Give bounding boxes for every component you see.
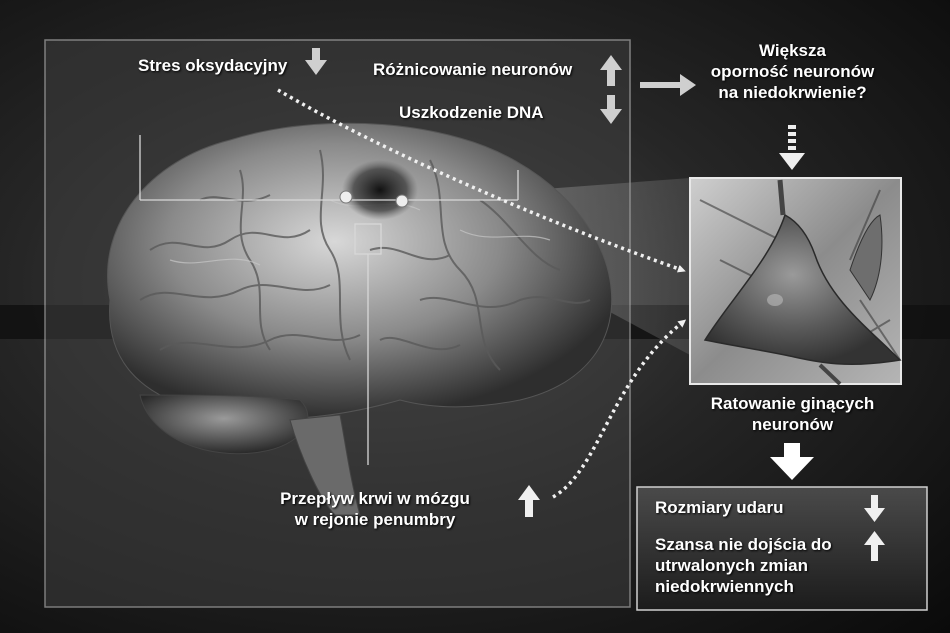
resistance-question-label: Większa oporność neuronów na niedokrwien… [685, 40, 900, 103]
dna-damage-label: Uszkodzenie DNA [399, 102, 544, 123]
thick-down-arrow-icon [770, 443, 814, 480]
stroke-size-label: Rozmiary udaru [655, 497, 783, 518]
resistance-line-3: na niedokrwienie? [685, 82, 900, 103]
resistance-line-1: Większa [685, 40, 900, 61]
rescue-line-2: neuronów [685, 414, 900, 435]
target-dot-left [340, 191, 352, 203]
neuron-image [690, 178, 901, 384]
chance-line-1: Szansa nie dojścia do [655, 534, 832, 555]
chance-line-2: utrwalonych zmian [655, 555, 832, 576]
resistance-line-2: oporność neuronów [685, 61, 900, 82]
neuron-differentiation-label: Różnicowanie neuronów [373, 59, 572, 80]
blood-flow-line-1: Przepływ krwi w mózgu [245, 488, 505, 509]
blood-flow-label: Przepływ krwi w mózgu w rejonie penumbry [245, 488, 505, 530]
oxidative-stress-label: Stres oksydacyjny [138, 55, 287, 76]
chance-label: Szansa nie dojścia do utrwalonych zmian … [655, 534, 832, 597]
target-dot-right [396, 195, 408, 207]
blood-flow-line-2: w rejonie penumbry [245, 509, 505, 530]
rescue-neurons-label: Ratowanie ginących neuronów [685, 393, 900, 435]
chance-line-3: niedokrwiennych [655, 576, 832, 597]
dashed-down-arrow-icon [779, 125, 805, 170]
rescue-line-1: Ratowanie ginących [685, 393, 900, 414]
